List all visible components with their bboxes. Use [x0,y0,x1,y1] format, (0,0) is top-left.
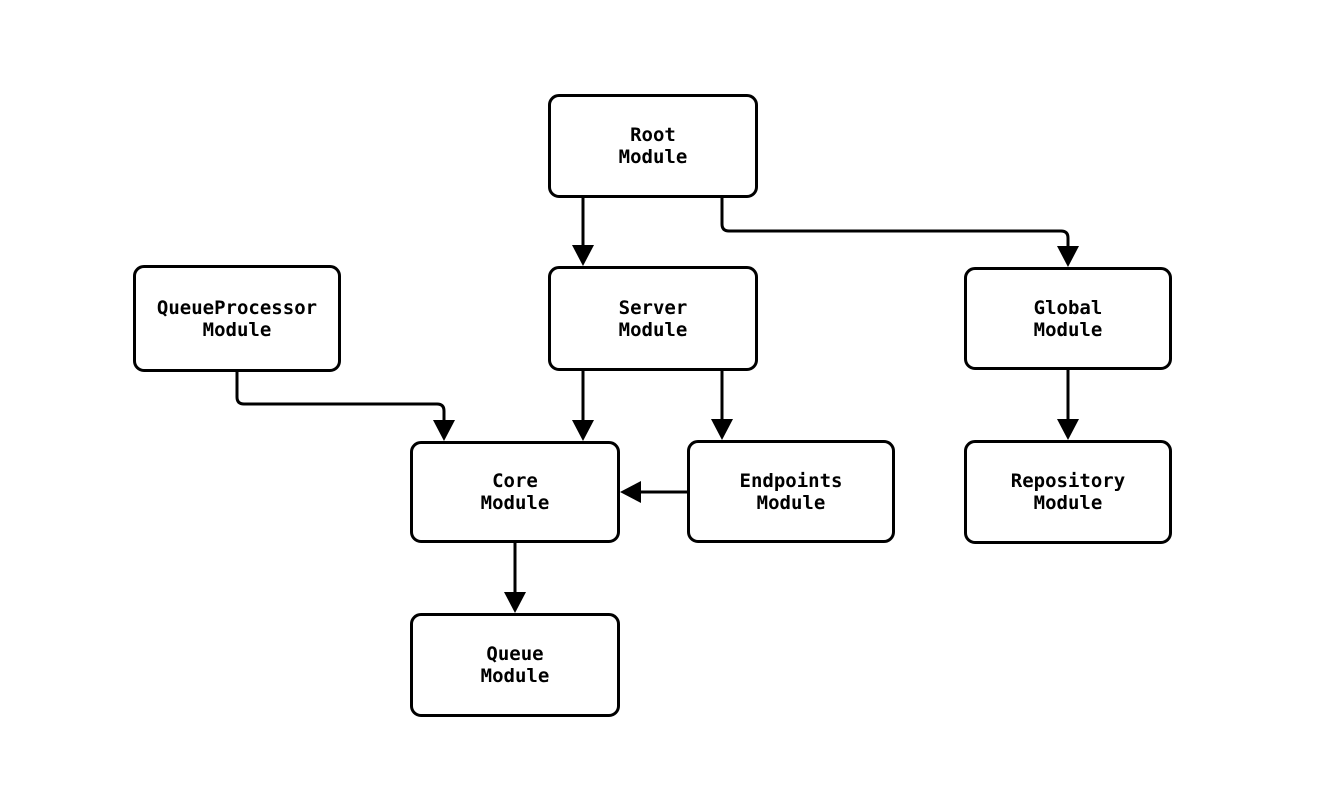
edge-core-queue [504,543,526,613]
edge-server-endpoints [711,371,733,440]
node-endpoints-module-label: Endpoints Module [739,469,843,514]
node-core-module[interactable]: Core Module [410,441,620,543]
node-root-module[interactable]: Root Module [548,94,758,198]
edge-server-core [572,371,594,441]
node-repository-module[interactable]: Repository Module [964,440,1172,544]
edge-root-server [572,198,594,266]
node-root-module-label: Root Module [618,124,688,168]
node-core-module-label: Core Module [480,470,550,514]
node-queue-module[interactable]: Queue Module [410,613,620,717]
node-repository-module-label: Repository Module [1010,470,1126,514]
node-global-module[interactable]: Global Module [964,267,1172,370]
node-queueprocessor-module[interactable]: QueueProcessor Module [133,265,341,372]
node-queueprocessor-module-label: QueueProcessor Module [156,296,318,341]
edge-global-repository [1057,370,1079,440]
node-server-module-label: Server Module [618,296,688,341]
node-server-module[interactable]: Server Module [548,266,758,371]
edge-queueprocessor-core [235,372,455,441]
node-global-module-label: Global Module [1033,296,1103,341]
node-endpoints-module[interactable]: Endpoints Module [687,440,895,543]
edge-endpoints-core [620,481,687,503]
node-queue-module-label: Queue Module [480,643,550,687]
edge-root-global [720,198,1079,267]
